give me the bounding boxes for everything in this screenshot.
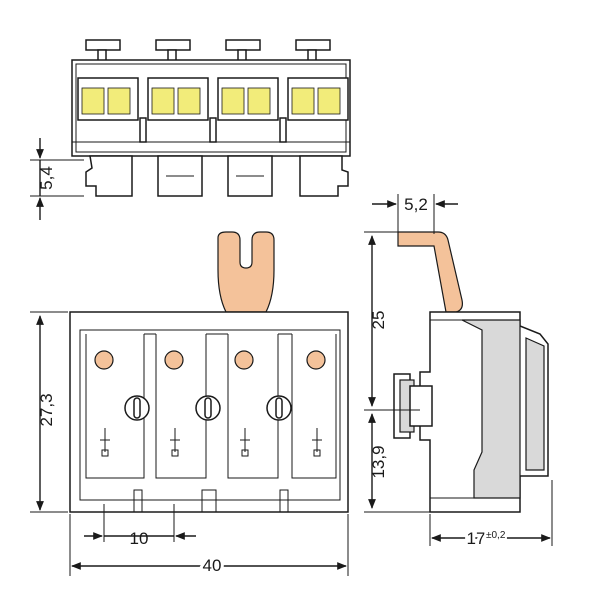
front-view: 27,3 10 40: [30, 231, 349, 578]
top-view: 5,4: [30, 39, 351, 220]
release-indicators: [94, 350, 326, 370]
dim-label-total-width: 40: [203, 556, 222, 575]
test-openings: [124, 395, 292, 421]
dimension-side-height: 27,3: [30, 311, 68, 513]
dimension-lever-height: 25: [364, 231, 420, 411]
dimension-total-width: 40: [69, 514, 349, 578]
actuation-lever: [217, 231, 275, 313]
dim-label-top-width: 5,2: [404, 195, 428, 214]
dim-label-base-height: 13,9: [369, 445, 388, 478]
dimension-front-height: 5,4: [30, 138, 84, 220]
wire-entry-cavities: [77, 77, 349, 121]
dim-label-depth: 17: [467, 529, 486, 548]
side-lever: [397, 231, 463, 313]
side-view: 5,2 25 13,9 17 ±0,2: [364, 194, 553, 551]
push-buttons: [85, 39, 331, 63]
dim-label-front-height: 5,4: [37, 166, 56, 190]
dim-label-depth-tolerance: ±0,2: [486, 530, 506, 541]
dim-label-pitch: 10: [130, 529, 149, 548]
dim-label-lever-height: 25: [369, 311, 388, 330]
dim-label-side-height: 27,3: [37, 393, 56, 426]
side-plug: [393, 373, 433, 439]
latch-feet: [85, 155, 349, 197]
dimension-depth: 17 ±0,2: [429, 480, 553, 551]
contact-pins: [100, 428, 322, 457]
dimension-base-height: 13,9: [364, 413, 430, 513]
dimension-top-width: 5,2: [372, 194, 458, 234]
dimension-pitch: 10: [84, 504, 196, 548]
